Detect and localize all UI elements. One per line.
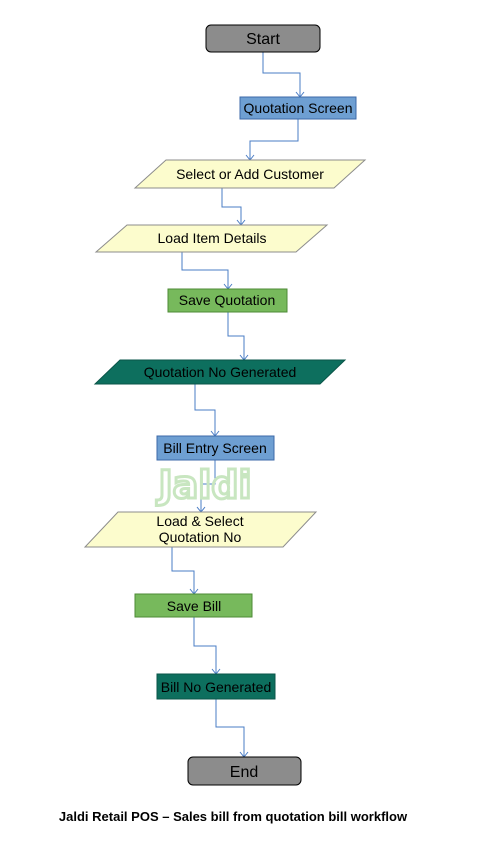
connector-save-bill-to-bill-no xyxy=(193,617,221,675)
quotation-no-generated-output: Quotation No Generated xyxy=(93,359,347,385)
quotation-screen-box: Quotation Screen xyxy=(239,96,357,120)
watermark-logo: Jaldi xyxy=(155,463,251,507)
connectors xyxy=(171,52,305,758)
start-label: Start xyxy=(246,31,280,48)
load-select-quotation-label-line1: Load & Select xyxy=(156,513,243,529)
end-terminal: End xyxy=(187,756,302,786)
connector-start-to-quotation-screen xyxy=(262,52,305,98)
connector-save-quotation-to-quotation-no xyxy=(227,312,249,361)
save-quotation-box: Save Quotation xyxy=(167,288,288,313)
bill-entry-screen-box: Bill Entry Screen xyxy=(156,435,275,461)
connector-load-select-to-save-bill xyxy=(171,547,199,595)
start-terminal: Start xyxy=(205,24,321,53)
bill-no-generated-box: Bill No Generated xyxy=(156,673,276,700)
save-quotation-label: Save Quotation xyxy=(179,292,276,308)
connector-bill-no-to-end xyxy=(215,699,249,758)
connector-bill-entry-to-load-select xyxy=(196,460,216,513)
connector-quotation-no-to-bill-entry xyxy=(194,384,220,437)
save-bill-box: Save Bill xyxy=(134,593,253,618)
diagram-caption: Jaldi Retail POS – Sales bill from quota… xyxy=(59,809,408,824)
select-customer-input: Select or Add Customer xyxy=(133,159,367,189)
save-bill-label: Save Bill xyxy=(167,598,221,614)
connector-quotation-screen-to-select-customer xyxy=(245,119,299,161)
select-customer-label: Select or Add Customer xyxy=(176,166,324,182)
end-label: End xyxy=(230,764,258,781)
bill-no-generated-label: Bill No Generated xyxy=(161,679,272,695)
bill-entry-screen-label: Bill Entry Screen xyxy=(163,440,266,456)
quotation-no-generated-label: Quotation No Generated xyxy=(144,364,297,380)
connector-load-items-to-save-quotation xyxy=(181,252,233,290)
load-select-quotation-input: Load & Select Quotation No xyxy=(83,511,318,548)
load-select-quotation-label-line2: Quotation No xyxy=(159,529,242,545)
connector-select-customer-to-load-items xyxy=(221,188,246,226)
load-item-details-label: Load Item Details xyxy=(158,230,267,246)
quotation-screen-label: Quotation Screen xyxy=(244,100,353,116)
load-item-details-input: Load Item Details xyxy=(94,224,329,253)
